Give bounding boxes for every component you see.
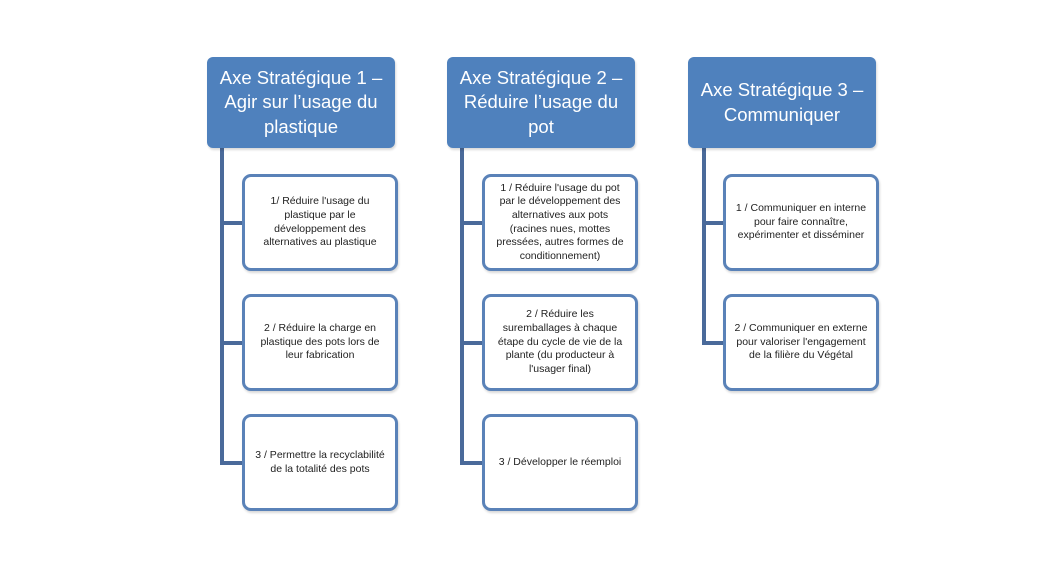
item-text: 2 / Réduire les suremballages à chaque é… [497,308,623,375]
axe-2-item-1: 1 / Réduire l'usage du pot par le dévelo… [482,174,638,271]
connector-branch [702,221,726,225]
item-text: 2 / Communiquer en externe pour valorise… [734,322,868,362]
item-text: 2 / Réduire la charge en plastique des p… [260,322,380,362]
axe-2-header: Axe Stratégique 2 – Réduire l’usage du p… [447,57,635,148]
item-text: 1 / Communiquer en interne pour faire co… [735,202,867,242]
connector-line-axe-3 [702,148,706,345]
axe-2-item-2: 2 / Réduire les suremballages à chaque é… [482,294,638,391]
connector-branch [460,461,484,465]
connector-branch [460,341,484,345]
axe-3-item-1: 1 / Communiquer en interne pour faire co… [723,174,879,271]
connector-branch [220,341,244,345]
axe-3-header: Axe Stratégique 3 – Communiquer [688,57,876,148]
axe-1-item-2: 2 / Réduire la charge en plastique des p… [242,294,398,391]
axe-2-item-3: 3 / Développer le réemploi [482,414,638,511]
axe-3-title: Axe Stratégique 3 – Communiquer [700,78,864,125]
connector-branch [702,341,726,345]
axe-1-header: Axe Stratégique 1 – Agir sur l’usage du … [207,57,395,148]
axe-1-title: Axe Stratégique 1 – Agir sur l’usage du … [219,66,383,137]
item-text: 3 / Permettre la recyclabilité de la tot… [255,448,385,475]
axe-1-item-3: 3 / Permettre la recyclabilité de la tot… [242,414,398,511]
axe-2-title: Axe Stratégique 2 – Réduire l’usage du p… [459,66,623,137]
axe-1-item-1: 1/ Réduire l'usage du plastique par le d… [242,174,398,271]
item-text: 1 / Réduire l'usage du pot par le dévelo… [496,181,624,262]
connector-branch [220,221,244,225]
connector-branch [460,221,484,225]
connector-line-axe-1 [220,148,224,465]
connector-branch [220,461,244,465]
connector-line-axe-2 [460,148,464,465]
item-text: 1/ Réduire l'usage du plastique par le d… [263,195,377,249]
axe-3-item-2: 2 / Communiquer en externe pour valorise… [723,294,879,391]
item-text: 3 / Développer le réemploi [498,455,622,468]
